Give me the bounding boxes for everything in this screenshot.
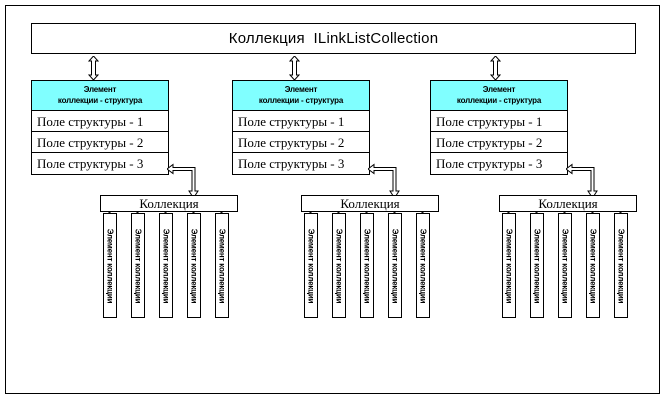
element-box: Элемент коллекции <box>530 213 544 318</box>
structure-field-row: Поле структуры - 2 <box>32 132 168 153</box>
element-box-label: Элемент коллекции <box>588 228 598 303</box>
element-box-label: Элемент коллекции <box>418 228 428 303</box>
element-box-label: Элемент коллекции <box>306 228 316 303</box>
collection-box-label: Коллекция <box>538 195 598 211</box>
element-box: Элемент коллекции <box>103 213 117 318</box>
collection-box-label: Коллекция <box>139 195 199 211</box>
element-box: Элемент коллекции <box>360 213 374 318</box>
structure-header-line1: Элемент <box>482 85 516 94</box>
element-box: Элемент коллекции <box>159 213 173 318</box>
element-box-label: Элемент коллекции <box>504 228 514 303</box>
structure-box-2: Элемент коллекции - структура Поле струк… <box>232 80 370 175</box>
element-box: Элемент коллекции <box>416 213 430 318</box>
structure-header-line2: коллекции - структура <box>456 96 542 105</box>
structure-field-row: Поле структуры - 3 <box>233 153 369 174</box>
structure-header-line2: коллекции - структура <box>57 96 143 105</box>
structure-field-row: Поле структуры - 2 <box>431 132 567 153</box>
structure-header-2: Элемент коллекции - структура <box>233 81 369 111</box>
structure-box-1: Элемент коллекции - структура Поле струк… <box>31 80 169 175</box>
arrow-title-to-structure-1 <box>88 56 99 80</box>
structure-field-row: Поле структуры - 1 <box>431 111 567 132</box>
structure-field-row: Поле структуры - 2 <box>233 132 369 153</box>
element-box-label: Элемент коллекции <box>616 228 626 303</box>
structure-field-row: Поле структуры - 3 <box>32 153 168 174</box>
element-box-label: Элемент коллекции <box>362 228 372 303</box>
structure-header-line2: коллекции - структура <box>258 96 344 105</box>
element-box-label: Элемент коллекции <box>560 228 570 303</box>
element-box-label: Элемент коллекции <box>133 228 143 303</box>
structure-field-row: Поле структуры - 1 <box>32 111 168 132</box>
element-box-label: Элемент коллекции <box>189 228 199 303</box>
diagram-outer-frame <box>5 5 660 394</box>
structure-header-1: Элемент коллекции - структура <box>32 81 168 111</box>
structure-header-line1: Элемент <box>284 85 318 94</box>
arrow-title-to-structure-2 <box>289 56 300 80</box>
element-box: Элемент коллекции <box>614 213 628 318</box>
element-box-label: Элемент коллекции <box>390 228 400 303</box>
element-box: Элемент коллекции <box>502 213 516 318</box>
element-box-label: Элемент коллекции <box>161 228 171 303</box>
element-box: Элемент коллекции <box>187 213 201 318</box>
arrow-title-to-structure-3 <box>490 56 501 80</box>
structure-field-row: Поле структуры - 3 <box>431 153 567 174</box>
element-box-label: Элемент коллекции <box>334 228 344 303</box>
element-box: Элемент коллекции <box>586 213 600 318</box>
collection-box-2: Коллекция <box>301 195 439 212</box>
collection-box-label: Коллекция <box>340 195 400 211</box>
element-box-label: Элемент коллекции <box>105 228 115 303</box>
structure-header-3: Элемент коллекции - структура <box>431 81 567 111</box>
collection-title-box: Коллекция ILinkListCollection <box>31 23 636 54</box>
element-box: Элемент коллекции <box>215 213 229 318</box>
element-box: Элемент коллекции <box>558 213 572 318</box>
element-box: Элемент коллекции <box>332 213 346 318</box>
collection-title-text: Коллекция ILinkListCollection <box>228 30 439 47</box>
element-box-label: Элемент коллекции <box>532 228 542 303</box>
element-box-label: Элемент коллекции <box>217 228 227 303</box>
collection-box-1: Коллекция <box>100 195 238 212</box>
structure-box-3: Элемент коллекции - структура Поле струк… <box>430 80 568 175</box>
element-box: Элемент коллекции <box>388 213 402 318</box>
structure-header-line1: Элемент <box>83 85 117 94</box>
structure-field-row: Поле структуры - 1 <box>233 111 369 132</box>
collection-box-3: Коллекция <box>499 195 637 212</box>
element-box: Элемент коллекции <box>131 213 145 318</box>
element-box: Элемент коллекции <box>304 213 318 318</box>
